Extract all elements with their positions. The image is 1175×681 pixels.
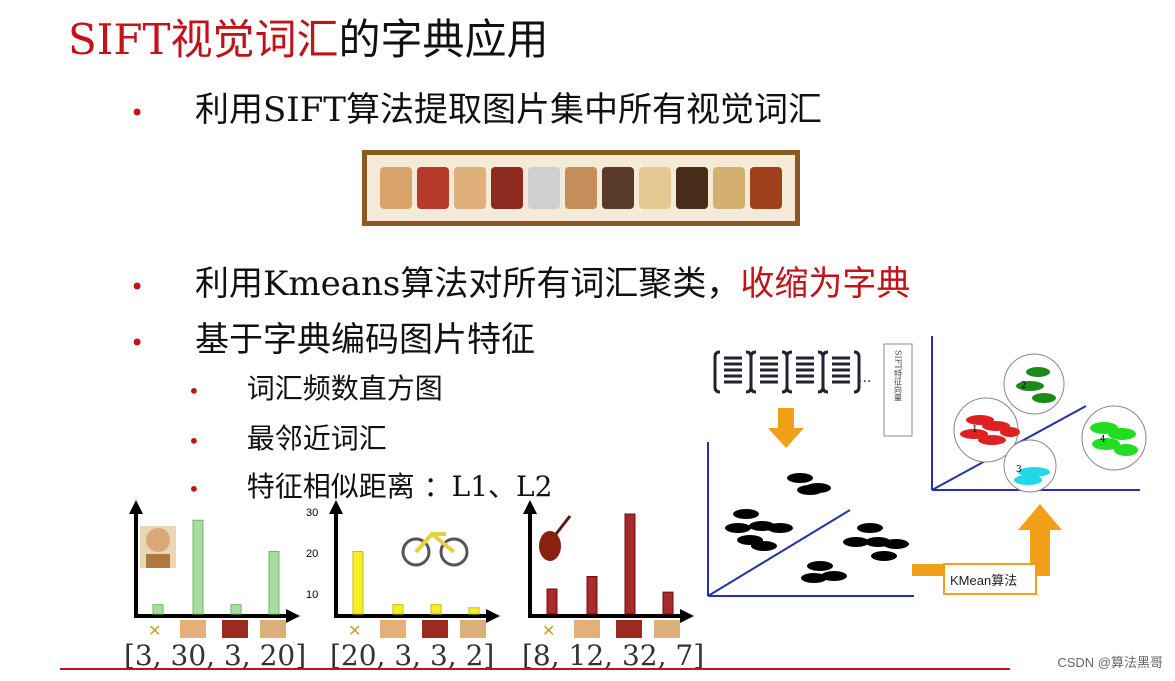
visual-word-patch xyxy=(565,167,597,209)
visual-word-strip xyxy=(362,150,800,226)
cluster-label: 4 xyxy=(1100,435,1106,445)
histogram-bar xyxy=(469,608,479,614)
histogram-bar xyxy=(547,589,557,614)
page-title: SIFT视觉词汇的字典应用 xyxy=(68,12,549,68)
visual-word-patch xyxy=(639,167,671,209)
sub-bullet-text: 特征相似距离 ：L1、L2 xyxy=(247,470,553,503)
down-arrow xyxy=(768,408,804,448)
tick-label: 30 xyxy=(306,507,318,519)
histogram-bar xyxy=(269,552,279,615)
sub-bullet-2: • 最邻近词汇 xyxy=(188,420,387,460)
descriptor-icons xyxy=(715,352,859,392)
bullet-text: 基于字典编码图片特征 xyxy=(195,320,535,360)
title-black: 的字典应用 xyxy=(339,15,549,64)
bullet-dot: • xyxy=(130,329,144,357)
histogram-2: 30 20 10 ✕ xyxy=(306,500,500,640)
histogram-bar xyxy=(353,552,363,615)
histogram-bar xyxy=(587,577,597,615)
patch-row: ✕ xyxy=(542,620,680,640)
histogram-bar xyxy=(231,605,241,614)
cluster-label: 2 xyxy=(1021,381,1027,391)
bullet-dot: • xyxy=(130,99,144,127)
clusters: 2 1 3 4 xyxy=(954,354,1146,492)
patch-row: ✕ xyxy=(348,620,486,640)
sub-bullet-text: 最邻近词汇 xyxy=(247,422,387,455)
visual-word-patch xyxy=(491,167,523,209)
clustering-diagram: ... SIFT特征向量 KMean算法 2 1 3 4 xyxy=(700,330,1170,610)
bullet-1: • 利用SIFT算法提取图片集中所有视觉词汇 xyxy=(130,88,822,135)
histogram-3: ✕ xyxy=(523,500,694,640)
left-axes xyxy=(708,442,914,596)
kmeans-label: KMean算法 xyxy=(950,573,1017,588)
histogram-bar xyxy=(153,605,163,614)
bullet-2: • 利用Kmeans算法对所有词汇聚类，收缩为字典 xyxy=(130,262,910,309)
cluster-label: 3 xyxy=(1016,465,1022,475)
bicycle-icon xyxy=(403,534,467,565)
visual-word-patch xyxy=(380,167,412,209)
histogram-bar xyxy=(393,605,403,614)
histogram-bar xyxy=(193,520,203,614)
footer-rule xyxy=(60,668,1010,670)
sub-bullet-1: • 词汇频数直方图 xyxy=(188,370,443,410)
histogram-bar xyxy=(663,592,673,614)
bullet-text: 利用SIFT算法提取图片集中所有视觉词汇 xyxy=(195,90,822,130)
histograms: ✕ 30 20 10 ✕ xyxy=(110,500,710,640)
histogram-bar xyxy=(625,514,635,614)
visual-word-patch xyxy=(713,167,745,209)
black-points xyxy=(725,473,909,583)
visual-word-patch xyxy=(750,167,782,209)
tick-label: 10 xyxy=(306,589,318,601)
histogram-bar xyxy=(431,605,441,614)
visual-word-patch xyxy=(602,167,634,209)
title-red: SIFT视觉词汇 xyxy=(68,15,339,64)
bullet-text: 利用Kmeans算法对所有词汇聚类， xyxy=(195,264,740,304)
visual-word-patch xyxy=(528,167,560,209)
bullet-dot: • xyxy=(130,273,144,301)
tick-label: 20 xyxy=(306,548,318,560)
visual-word-patch xyxy=(454,167,486,209)
violin-icon xyxy=(539,516,570,561)
bullet-3: • 基于字典编码图片特征 xyxy=(130,318,535,365)
visual-word-patch xyxy=(417,167,449,209)
bullet-red-text: 收缩为字典 xyxy=(740,264,910,304)
cluster-label: 1 xyxy=(972,425,978,435)
sub-bullet-text: 词汇频数直方图 xyxy=(247,372,443,405)
visual-word-patch xyxy=(676,167,708,209)
sift-label: SIFT特征向量 xyxy=(894,350,903,402)
histogram-1: ✕ xyxy=(129,500,300,640)
ellipsis: ... xyxy=(858,370,871,386)
watermark: CSDN @算法黑哥 xyxy=(1057,652,1163,671)
face-icon xyxy=(140,526,176,568)
patch-row: ✕ xyxy=(148,620,286,640)
